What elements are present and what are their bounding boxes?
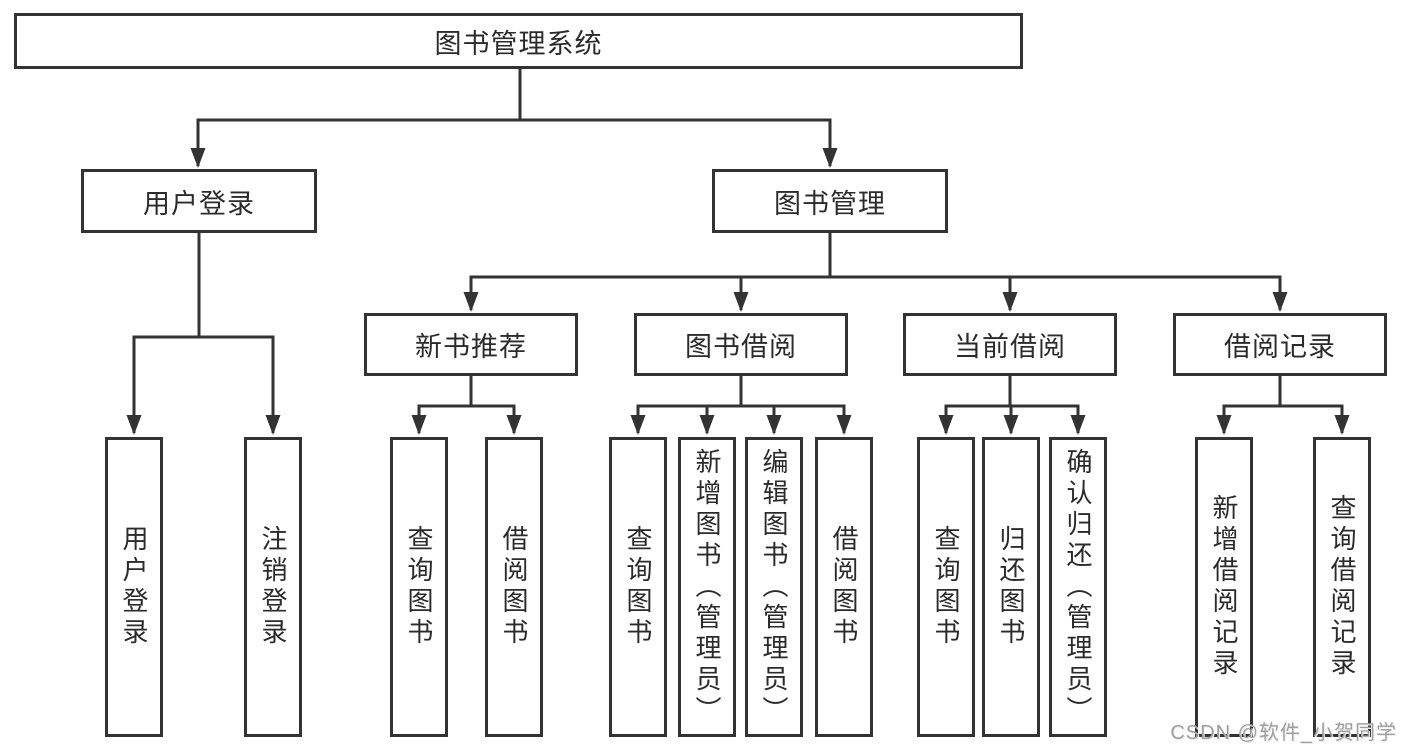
node-library-system: 图书管理系统: [14, 13, 1023, 69]
leaf-query-books-borrowing: 查询图书: [609, 437, 667, 737]
leaf-borrow-books-recommend-label: 借阅图书: [499, 525, 529, 649]
node-user-login-label: 用户登录: [143, 188, 255, 219]
node-borrowing-records-label: 借阅记录: [1224, 332, 1336, 362]
leaf-add-borrow-record-label: 新增借阅记录: [1209, 494, 1239, 680]
leaf-confirm-return-admin-label: 确认归还（管理员）: [1063, 447, 1093, 727]
node-borrowing-records: 借阅记录: [1173, 313, 1387, 376]
leaf-query-books-recommend: 查询图书: [390, 437, 448, 737]
leaf-return-book-label: 归还图书: [996, 525, 1026, 649]
leaf-add-book-admin-label: 新增图书（管理员）: [692, 447, 722, 727]
connector-borrowing-records-split: [1222, 375, 1344, 433]
leaf-add-borrow-record: 新增借阅记录: [1195, 437, 1253, 737]
connector-book-management-split: [469, 232, 1282, 310]
leaf-query-borrow-record-label: 查询借阅记录: [1327, 494, 1357, 680]
node-new-book-recommendation-label: 新书推荐: [415, 332, 527, 362]
leaf-edit-book-admin-label: 编辑图书（管理员）: [759, 447, 789, 727]
leaf-logout-label: 注销登录: [258, 525, 288, 649]
connector-book-borrowing-split: [636, 375, 846, 433]
csdn-watermark: CSDN @软件_小贺同学: [1170, 722, 1397, 744]
leaf-edit-book-admin: 编辑图书（管理员）: [745, 437, 803, 737]
node-current-borrowing-label: 当前借阅: [954, 332, 1066, 362]
leaf-query-books-current: 查询图书: [917, 437, 975, 737]
leaf-add-book-admin: 新增图书（管理员）: [678, 437, 736, 737]
leaf-borrow-books-label: 借阅图书: [829, 525, 859, 649]
node-book-management-label: 图书管理: [774, 188, 886, 219]
connector-new-book-split: [417, 375, 516, 433]
connector-root-split: [196, 68, 832, 166]
leaf-logout: 注销登录: [244, 437, 302, 737]
leaf-query-books-borrowing-label: 查询图书: [623, 525, 653, 649]
leaf-borrow-books-recommend: 借阅图书: [485, 437, 543, 737]
node-current-borrowing: 当前借阅: [903, 313, 1117, 376]
arrowheads: [126, 148, 1350, 435]
leaf-confirm-return-admin: 确认归还（管理员）: [1049, 437, 1107, 737]
node-book-borrowing-label: 图书借阅: [685, 332, 797, 362]
leaf-return-book: 归还图书: [982, 437, 1040, 737]
connector-user-login-split: [132, 232, 275, 433]
leaf-borrow-books: 借阅图书: [815, 437, 873, 737]
node-new-book-recommendation: 新书推荐: [364, 313, 578, 376]
node-book-borrowing: 图书借阅: [634, 313, 848, 376]
node-user-login: 用户登录: [81, 169, 317, 233]
leaf-user-login: 用户登录: [105, 437, 163, 737]
leaf-query-borrow-record: 查询借阅记录: [1313, 437, 1371, 737]
node-library-system-label: 图书管理系统: [434, 28, 603, 59]
node-book-management: 图书管理: [712, 169, 948, 233]
leaf-query-books-recommend-label: 查询图书: [404, 525, 434, 649]
leaf-user-login-label: 用户登录: [119, 525, 149, 649]
leaf-query-books-current-label: 查询图书: [931, 525, 961, 649]
